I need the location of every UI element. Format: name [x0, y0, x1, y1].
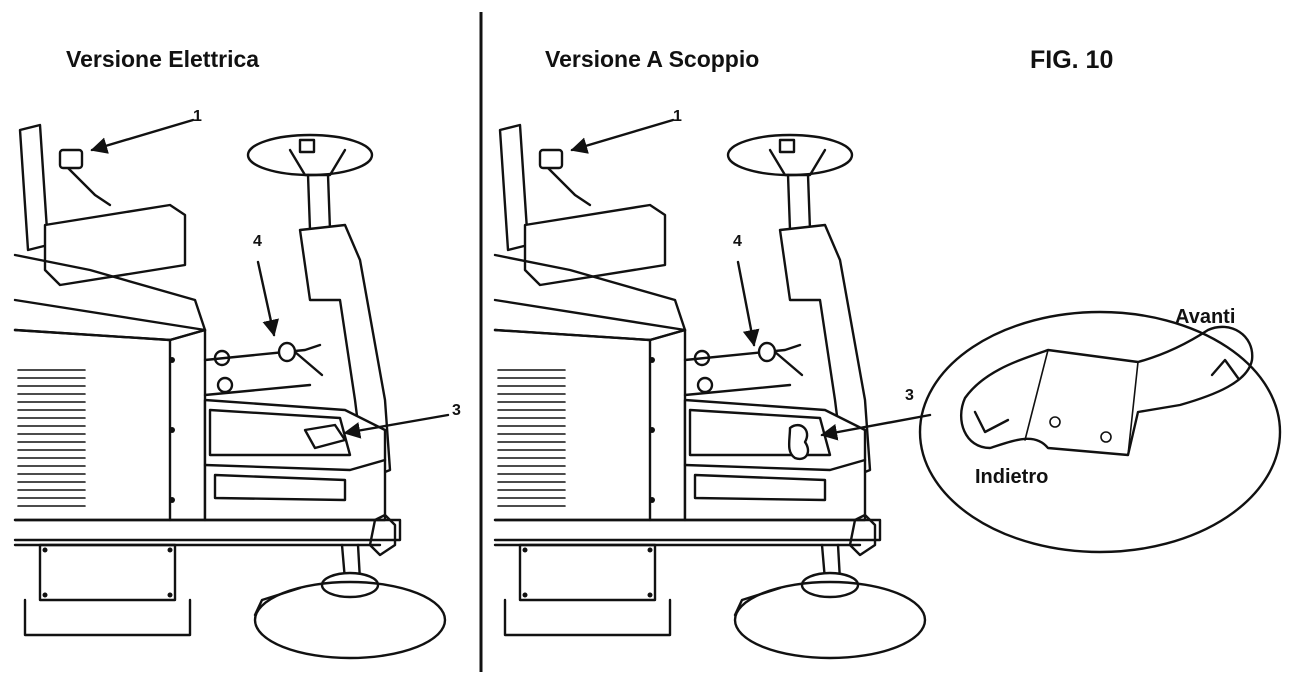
arrow-right-3 [820, 413, 932, 441]
forward-chevron-icon [1210, 358, 1240, 380]
arrow-left-1 [90, 118, 195, 154]
forward-label: Avanti [1175, 306, 1236, 328]
backward-label: Indietro [975, 466, 1049, 488]
electric-sweeper-illustration [13, 123, 447, 660]
callout-right-1: 1 [673, 108, 682, 125]
callout-right-4: 4 [733, 233, 742, 250]
callout-left-1: 1 [193, 108, 202, 125]
electric-version-title: Versione Elettrica [66, 46, 260, 72]
arrow-left-3 [343, 413, 450, 439]
arrow-right-4 [736, 260, 760, 347]
combustion-sweeper-illustration [493, 123, 927, 660]
callout-left-4: 4 [253, 233, 262, 250]
arrow-right-1 [570, 118, 675, 154]
arrow-left-4 [256, 260, 279, 337]
backward-chevron-icon [973, 410, 1010, 434]
callout-right-3: 3 [905, 387, 914, 404]
callout-left-3: 3 [452, 402, 461, 419]
pedal-detail-callout [918, 310, 1282, 554]
pedal-detail-outline [960, 325, 1254, 457]
figure-number: FIG. 10 [1030, 46, 1114, 74]
combustion-version-title: Versione A Scoppio [545, 46, 760, 72]
